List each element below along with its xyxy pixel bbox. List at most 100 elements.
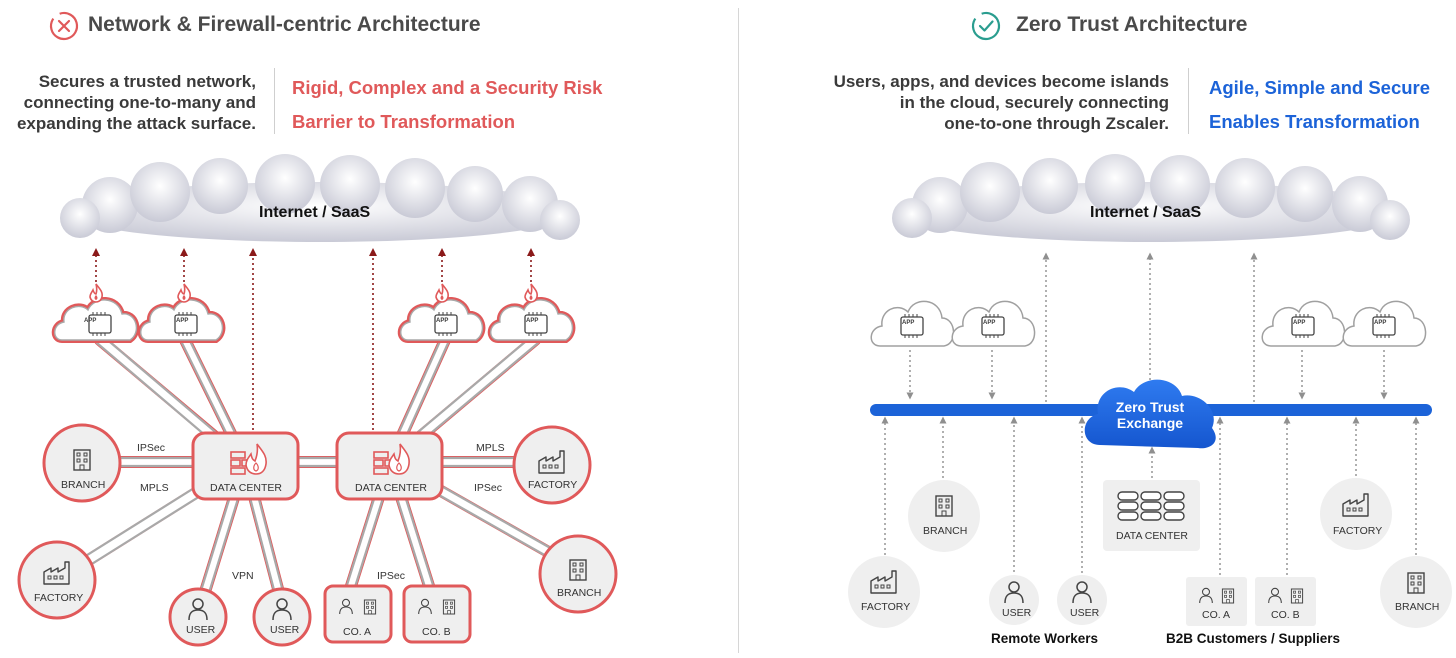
- right-branch-2-label: BRANCH: [1395, 601, 1440, 613]
- app-chip-icon: [1291, 313, 1315, 339]
- left-branch-2: [538, 534, 618, 614]
- building-icon: [1290, 588, 1304, 604]
- server-icon: [1140, 491, 1162, 501]
- cloud-icon: [487, 297, 576, 343]
- left-user-1-label: USER: [186, 624, 216, 636]
- right-internet-cloud: [892, 154, 1410, 242]
- left-internet-cloud: [60, 154, 580, 242]
- building-icon: [1407, 572, 1425, 594]
- flame-icon: [177, 283, 191, 303]
- app-label: APP: [176, 318, 189, 324]
- right-description-line: one-to-one through Zscaler.: [944, 114, 1169, 133]
- server-icon: [1163, 491, 1185, 501]
- left-cloud-label: Internet / SaaS: [259, 204, 371, 221]
- flame-icon: [435, 283, 449, 303]
- app-label: APP: [436, 318, 449, 324]
- server-icon: [1117, 501, 1139, 511]
- left-diagram: [17, 154, 618, 647]
- app-label: APP: [84, 318, 97, 324]
- left-title: Network & Firewall-centric Architecture: [88, 13, 481, 36]
- right-title: Zero Trust Architecture: [1016, 13, 1248, 36]
- left-app-clouds: [51, 283, 576, 343]
- left-description-line: Secures a trusted network,: [38, 72, 256, 91]
- left-internet-arrows: [92, 248, 535, 435]
- right-panel-header: Zero Trust Architecture Users, apps, and…: [740, 0, 1456, 140]
- left-user-1: [168, 587, 228, 647]
- right-branch-1: [908, 480, 980, 552]
- right-co-b-label: CO. B: [1271, 609, 1300, 621]
- user-icon: [1004, 581, 1024, 604]
- right-claim-transformation: Enables Transformation: [1209, 111, 1420, 132]
- user-icon: [1072, 581, 1092, 604]
- left-datacenter-2-label: DATA CENTER: [355, 482, 427, 494]
- app-label: APP: [526, 318, 539, 324]
- app-chip-icon: [434, 311, 458, 337]
- left-mpls-label-2: MPLS: [476, 442, 505, 454]
- server-icon: [1163, 511, 1185, 521]
- left-user-2: [252, 587, 312, 647]
- left-co-a: [323, 584, 393, 644]
- app-chip-icon: [174, 311, 198, 337]
- right-factory-2-label: FACTORY: [1333, 525, 1383, 537]
- right-branch-2: [1380, 556, 1452, 628]
- panel-divider: [738, 8, 739, 653]
- building-icon: [935, 495, 953, 517]
- left-factory-2-label: FACTORY: [34, 592, 84, 604]
- left-header-divider: [274, 68, 275, 134]
- user-icon: [1199, 587, 1213, 604]
- left-panel-header: Network & Firewall-centric Architecture …: [0, 0, 730, 140]
- left-co-a-label: CO. A: [343, 626, 372, 638]
- app-label: APP: [1293, 320, 1306, 326]
- app-chip-icon: [981, 313, 1005, 339]
- left-branch-1-label: BRANCH: [61, 479, 106, 491]
- x-circle-icon: [49, 11, 79, 41]
- left-description: Secures a trusted network, connecting on…: [17, 71, 256, 134]
- left-datacenter-1-label: DATA CENTER: [210, 482, 282, 494]
- factory-icon: [870, 570, 897, 594]
- app-chip-icon: [524, 311, 548, 337]
- zero-trust-exchange-line: Zero Trust: [1115, 399, 1185, 415]
- left-factory-1-label: FACTORY: [528, 479, 578, 491]
- left-branch-2-label: BRANCH: [557, 587, 602, 599]
- user-icon: [1268, 587, 1282, 604]
- right-description: Users, apps, and devices become islands …: [834, 71, 1169, 134]
- right-user-1-label: USER: [1002, 607, 1032, 619]
- cloud-icon: [51, 297, 140, 343]
- right-factory-1-label: FACTORY: [861, 601, 911, 613]
- right-cloud-label: Internet / SaaS: [1090, 204, 1202, 221]
- right-co-a-label: CO. A: [1202, 609, 1231, 621]
- left-ipsec-label-1: IPSec: [137, 442, 166, 454]
- right-factory-2: [1320, 478, 1392, 550]
- flame-icon: [89, 283, 103, 303]
- left-ipsec-label-3: IPSec: [377, 570, 406, 582]
- right-datacenter-label: DATA CENTER: [1116, 530, 1188, 542]
- check-circle-icon: [971, 11, 1001, 41]
- left-co-b-label: CO. B: [422, 626, 451, 638]
- left-factory-1: [512, 425, 592, 505]
- right-description-line: in the cloud, securely connecting: [899, 93, 1169, 112]
- left-factory-2: [17, 540, 97, 620]
- cloud-icon: [397, 297, 486, 343]
- left-description-line: connecting one-to-many and: [23, 93, 256, 112]
- right-header-divider: [1188, 68, 1189, 134]
- left-claim-barrier: Barrier to Transformation: [292, 111, 516, 132]
- app-chip-icon: [1372, 313, 1396, 339]
- left-vpn-label: VPN: [232, 570, 254, 582]
- flame-icon: [524, 283, 538, 303]
- building-icon: [1221, 588, 1235, 604]
- remote-workers-label: Remote Workers: [991, 631, 1099, 646]
- left-claim-risk: Rigid, Complex and a Security Risk: [292, 77, 603, 98]
- server-icon: [1140, 511, 1162, 521]
- left-mpls-label-1: MPLS: [140, 482, 169, 494]
- server-icon: [1163, 501, 1185, 511]
- left-branch-1: [42, 423, 122, 503]
- app-chip-icon: [88, 311, 112, 337]
- cloud-icon: [137, 297, 226, 343]
- server-icon: [1117, 491, 1139, 501]
- right-description-line: Users, apps, and devices become islands: [833, 72, 1169, 91]
- app-chip-icon: [900, 313, 924, 339]
- left-co-b: [402, 584, 472, 644]
- right-user-2-label: USER: [1070, 607, 1100, 619]
- zero-trust-exchange-line: Exchange: [1116, 415, 1184, 431]
- left-pipes: [54, 334, 586, 614]
